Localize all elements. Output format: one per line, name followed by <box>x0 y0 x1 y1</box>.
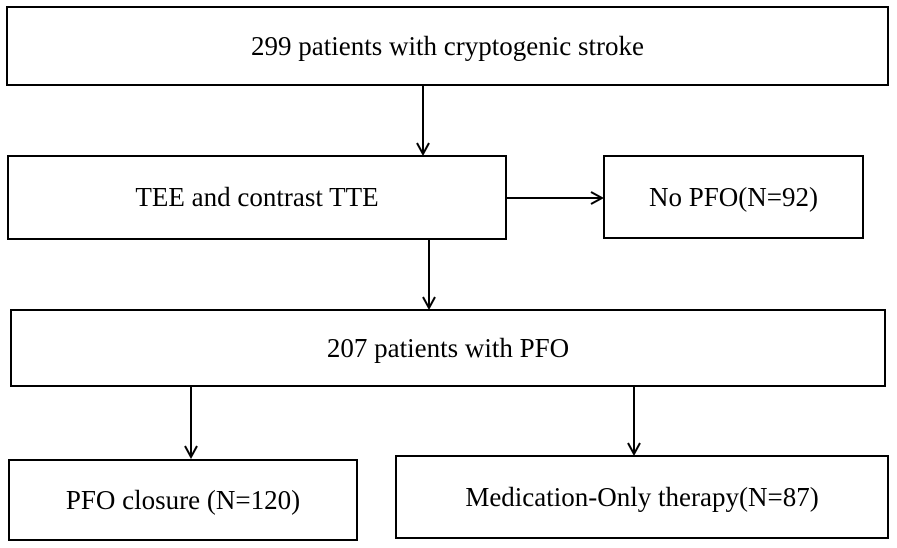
node-pfo-closure: PFO closure (N=120) <box>8 459 358 541</box>
node-enrolled-label: 299 patients with cryptogenic stroke <box>251 30 644 61</box>
node-enrolled-patients: 299 patients with cryptogenic stroke <box>6 6 889 86</box>
node-with-pfo: 207 patients with PFO <box>10 309 886 387</box>
node-no-pfo-label: No PFO(N=92) <box>649 181 818 212</box>
node-screening-label: TEE and contrast TTE <box>135 182 379 212</box>
node-screening: TEE and contrast TTE <box>7 155 507 240</box>
node-no-pfo: No PFO(N=92) <box>603 155 864 239</box>
node-pfo-closure-label: PFO closure (N=120) <box>65 484 301 515</box>
node-medication-label: Medication-Only therapy(N=87) <box>465 481 819 512</box>
node-with-pfo-label: 207 patients with PFO <box>326 332 570 363</box>
node-medication-only: Medication-Only therapy(N=87) <box>395 455 889 539</box>
